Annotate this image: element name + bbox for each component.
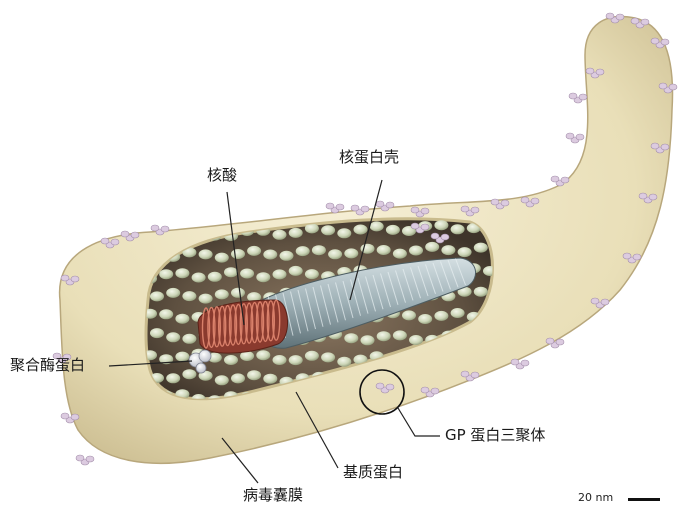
matrix-bead [166,288,180,298]
matrix-bead [231,249,245,259]
matrix-bead [474,287,488,297]
matrix-bead [199,294,213,304]
matrix-bead [247,246,261,256]
matrix-bead [247,370,261,380]
matrix-bead [474,378,488,388]
label-matrix-protein: 基质蛋白 [343,465,403,480]
matrix-bead [215,375,229,385]
matrix-bead [377,245,391,255]
label-nucleocapsid: 核蛋白壳 [339,150,399,165]
matrix-bead [280,251,294,261]
matrix-bead [361,335,375,345]
matrix-bead [166,332,180,342]
matrix-bead [199,249,213,259]
scale-bar-label: 20 nm [578,491,613,504]
matrix-bead [458,247,472,257]
matrix-bead [182,369,196,379]
matrix-bead [337,228,351,238]
matrix-bead [434,311,448,321]
matrix-bead [263,250,277,260]
matrix-bead [289,355,303,365]
matrix-bead [150,291,164,301]
matrix-bead [305,223,319,233]
matrix-bead [175,268,189,278]
matrix-bead [344,333,358,343]
gp-spike [511,359,529,369]
label-gp-trimer: GP 蛋白三聚体 [445,428,545,443]
matrix-bead [418,314,432,324]
nucleic-acid [198,300,288,353]
matrix-bead [182,334,196,344]
matrix-bead [150,328,164,338]
matrix-bead [224,267,238,277]
matrix-bead [337,357,351,367]
matrix-bead [215,253,229,263]
matrix-bead [441,245,455,255]
matrix-bead [263,374,277,384]
matrix-bead [305,351,319,361]
matrix-bead [474,243,488,253]
matrix-bead [483,400,497,410]
matrix-bead [240,269,254,279]
matrix-bead [370,221,384,231]
matrix-bead [305,269,319,279]
gp-spike [76,455,94,465]
matrix-bead [328,249,342,259]
gp-spike [566,133,584,143]
matrix-bead [159,309,173,319]
label-envelope: 病毒囊膜 [243,488,303,503]
matrix-bead [451,224,465,234]
gp-spike [569,93,587,103]
matrix-bead [231,373,245,383]
matrix-bead [344,248,358,258]
matrix-bead [386,225,400,235]
matrix-bead [451,402,465,412]
scale-bar [628,498,660,501]
matrix-bead [192,273,206,283]
matrix-bead [289,228,303,238]
matrix-bead [434,220,448,230]
matrix-bead [425,242,439,252]
matrix-bead [273,269,287,279]
matrix-bead [434,402,448,412]
matrix-bead [467,398,481,408]
matrix-bead [231,288,245,298]
matrix-bead [175,352,189,362]
label-nucleic-acid: 核酸 [207,168,237,183]
matrix-bead [159,269,173,279]
matrix-bead [166,373,180,383]
matrix-bead [175,314,189,324]
matrix-bead [409,335,423,345]
matrix-bead [354,225,368,235]
label-polymerase: 聚合酶蛋白 [10,358,85,373]
matrix-bead [215,289,229,299]
matrix-bead [208,272,222,282]
matrix-bead [182,291,196,301]
matrix-bead [490,376,504,386]
matrix-bead [377,331,391,341]
matrix-bead [393,330,407,340]
matrix-bead [409,246,423,256]
matrix-bead [256,350,270,360]
matrix-bead [393,249,407,259]
matrix-bead [289,266,303,276]
matrix-bead [402,310,416,320]
matrix-bead [312,245,326,255]
matrix-bead [273,355,287,365]
matrix-bead [321,225,335,235]
matrix-bead [451,308,465,318]
matrix-bead [321,352,335,362]
matrix-bead [256,272,270,282]
matrix-bead [224,355,238,365]
matrix-bead [273,230,287,240]
matrix-bead [296,246,310,256]
